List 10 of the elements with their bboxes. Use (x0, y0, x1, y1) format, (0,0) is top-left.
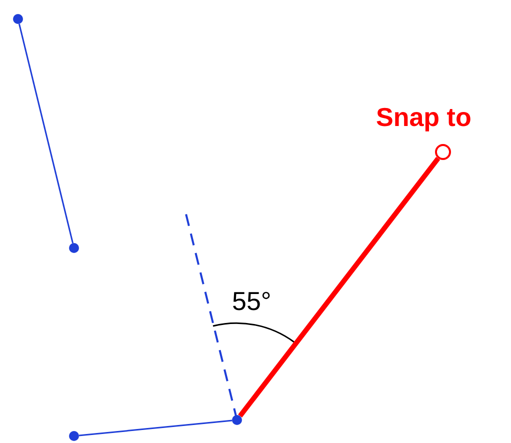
snap-target (435, 144, 451, 160)
line-segment (238, 156, 440, 418)
point-marker (69, 431, 79, 441)
line-segment (78, 420, 232, 436)
line-segment (18, 24, 74, 244)
point-marker (232, 415, 242, 425)
point-marker (69, 243, 79, 253)
point-marker (13, 14, 23, 24)
snap-label: Snap to (376, 102, 472, 133)
angle-label: 55° (232, 286, 272, 317)
